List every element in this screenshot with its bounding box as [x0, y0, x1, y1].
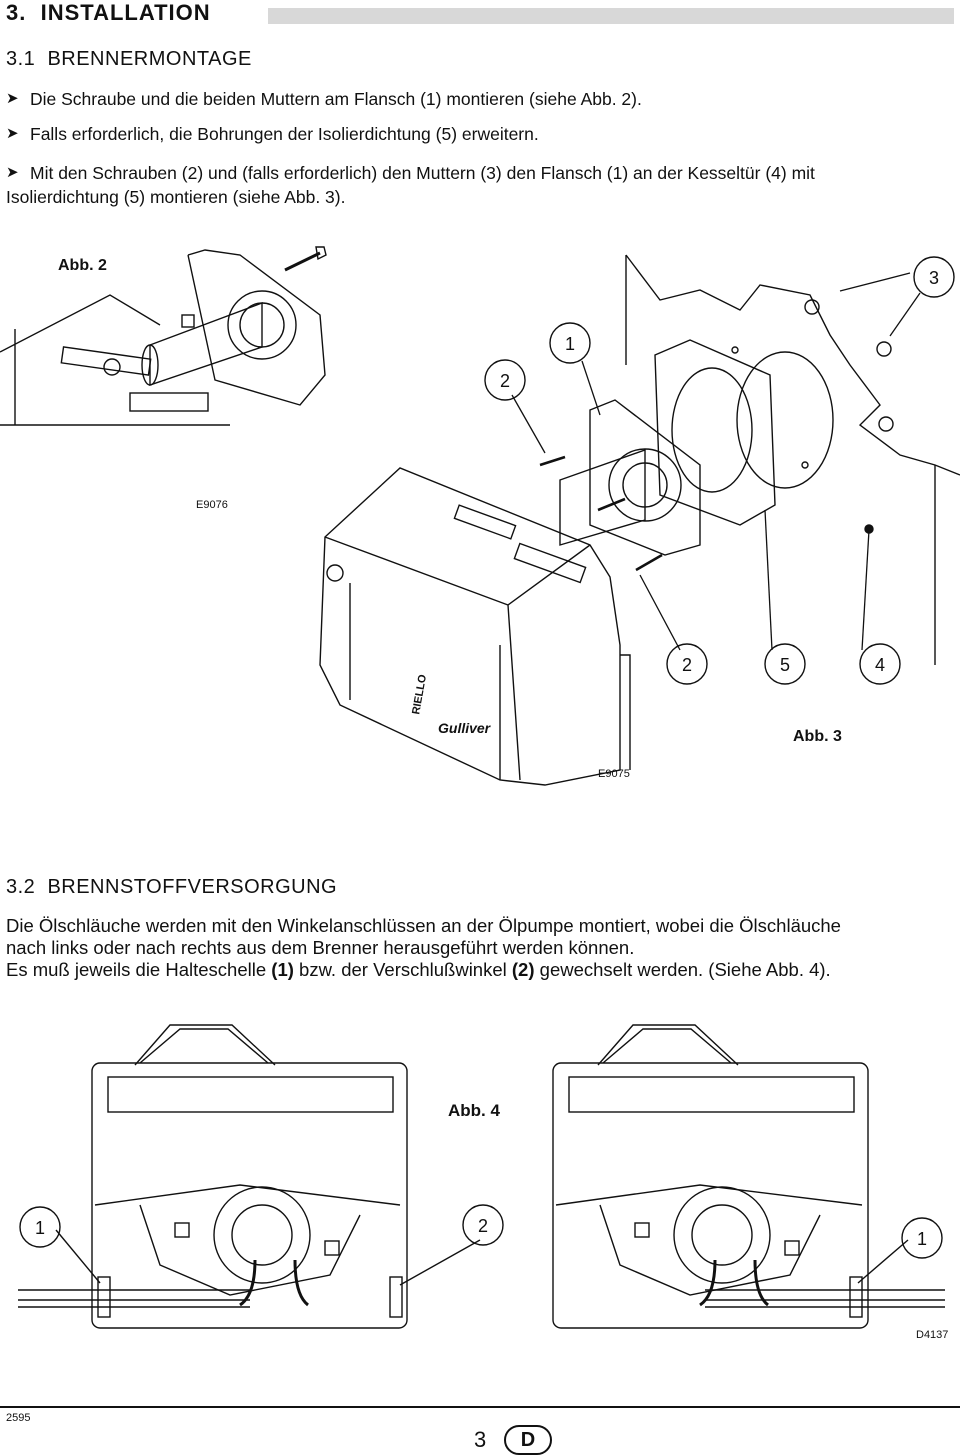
fig3-door-hole [736, 351, 834, 489]
bullet-item: ➤ Die Schraube und die beiden Muttern am… [6, 89, 642, 109]
fig3-label-circle-2a [484, 359, 526, 401]
fig3-label-1: 1 [565, 334, 575, 354]
fig4-left-burner [91, 1024, 408, 1329]
fig3-label-circle-4 [859, 643, 901, 685]
fig3-label-2a: 2 [500, 371, 510, 391]
fig4-closing-bracket [389, 1276, 403, 1318]
fig4-right-hose [705, 1289, 945, 1308]
subsection-title-3-1: 3.1 BRENNERMONTAGE [6, 48, 252, 70]
fig4-left-hose [18, 1289, 250, 1308]
fig3-label-2b: 2 [682, 655, 692, 675]
fig2-flange [187, 249, 326, 406]
fig2-boiler-outline [0, 294, 230, 426]
fuel-supply-paragraph: Die Ölschläuche werden mit den Winkelans… [6, 915, 841, 980]
fuel-hose-figure: 1 2 1 Abb. 4 D4137 [18, 1024, 948, 1341]
fig3-label-circle-1 [549, 322, 591, 364]
fig4-clamp-left [97, 1276, 111, 1318]
section-title: 3. INSTALLATION [6, 0, 211, 25]
fig3-tube [559, 449, 646, 546]
language-badge: D [504, 1425, 552, 1455]
fig4-label-right: 1 [917, 1229, 927, 1249]
fig2-tube [149, 301, 263, 386]
section-title-bar [268, 8, 954, 24]
fig2-code: E9076 [196, 499, 228, 511]
fig4-label-circle-left [19, 1206, 61, 1248]
fig4-right-burner [552, 1024, 869, 1329]
fig2-nut [103, 358, 121, 376]
fig3-flange [589, 399, 701, 556]
footer-code: 2595 [6, 1412, 31, 1424]
fig3-label-5: 5 [780, 655, 790, 675]
fig3-code: E9075 [598, 768, 630, 780]
fig4-label-circle-right [901, 1217, 943, 1259]
fig4-clamp-right [849, 1276, 863, 1318]
page-number: 3 [474, 1427, 487, 1452]
fig3-label-4: 4 [875, 655, 885, 675]
footer-rule [0, 1406, 960, 1408]
fig4-caption: Abb. 4 [448, 1101, 500, 1120]
fig3-brand-gulliver: Gulliver [438, 720, 492, 736]
fig3-label-circle-3 [913, 256, 955, 298]
subsection-title-3-2: 3.2 BRENNSTOFFVERSORGUNG [6, 876, 338, 898]
fig2-screw [284, 251, 321, 272]
fig3-label-circle-5 [764, 643, 806, 685]
fig4-label-mid: 2 [478, 1216, 488, 1236]
fig3-label-circle-2b [666, 643, 708, 685]
bullet-arrow-icon: ➤ [6, 125, 19, 142]
fig4-label-left: 1 [35, 1218, 45, 1238]
fig3-caption: Abb. 3 [793, 728, 842, 745]
fig3-label-3: 3 [929, 268, 939, 288]
fig3-gasket [654, 339, 776, 526]
fig2-caption: Abb. 2 [58, 257, 107, 274]
fig3-door-edge [625, 254, 960, 476]
bullet-item: ➤ Mit den Schrauben (2) und (falls erfor… [6, 163, 815, 207]
bullet-item: ➤ Falls erforderlich, die Bohrungen der … [6, 124, 539, 144]
bullet-arrow-icon: ➤ [6, 164, 19, 181]
fig2-nut-2 [181, 314, 195, 328]
fig3-burner-body [319, 467, 621, 786]
burner-mounting-figures: 3 1 2 2 5 4 Abb. 2 E9076 Abb. 3 E9075 RI… [0, 246, 960, 786]
fig2-window [129, 392, 209, 412]
fig4-label-circle-mid [462, 1204, 504, 1246]
fig3-grille [453, 504, 517, 540]
fig4-code: D4137 [916, 1329, 948, 1341]
bullet-arrow-icon: ➤ [6, 90, 19, 107]
fig3-brand-riello: RIELLO [410, 673, 429, 715]
